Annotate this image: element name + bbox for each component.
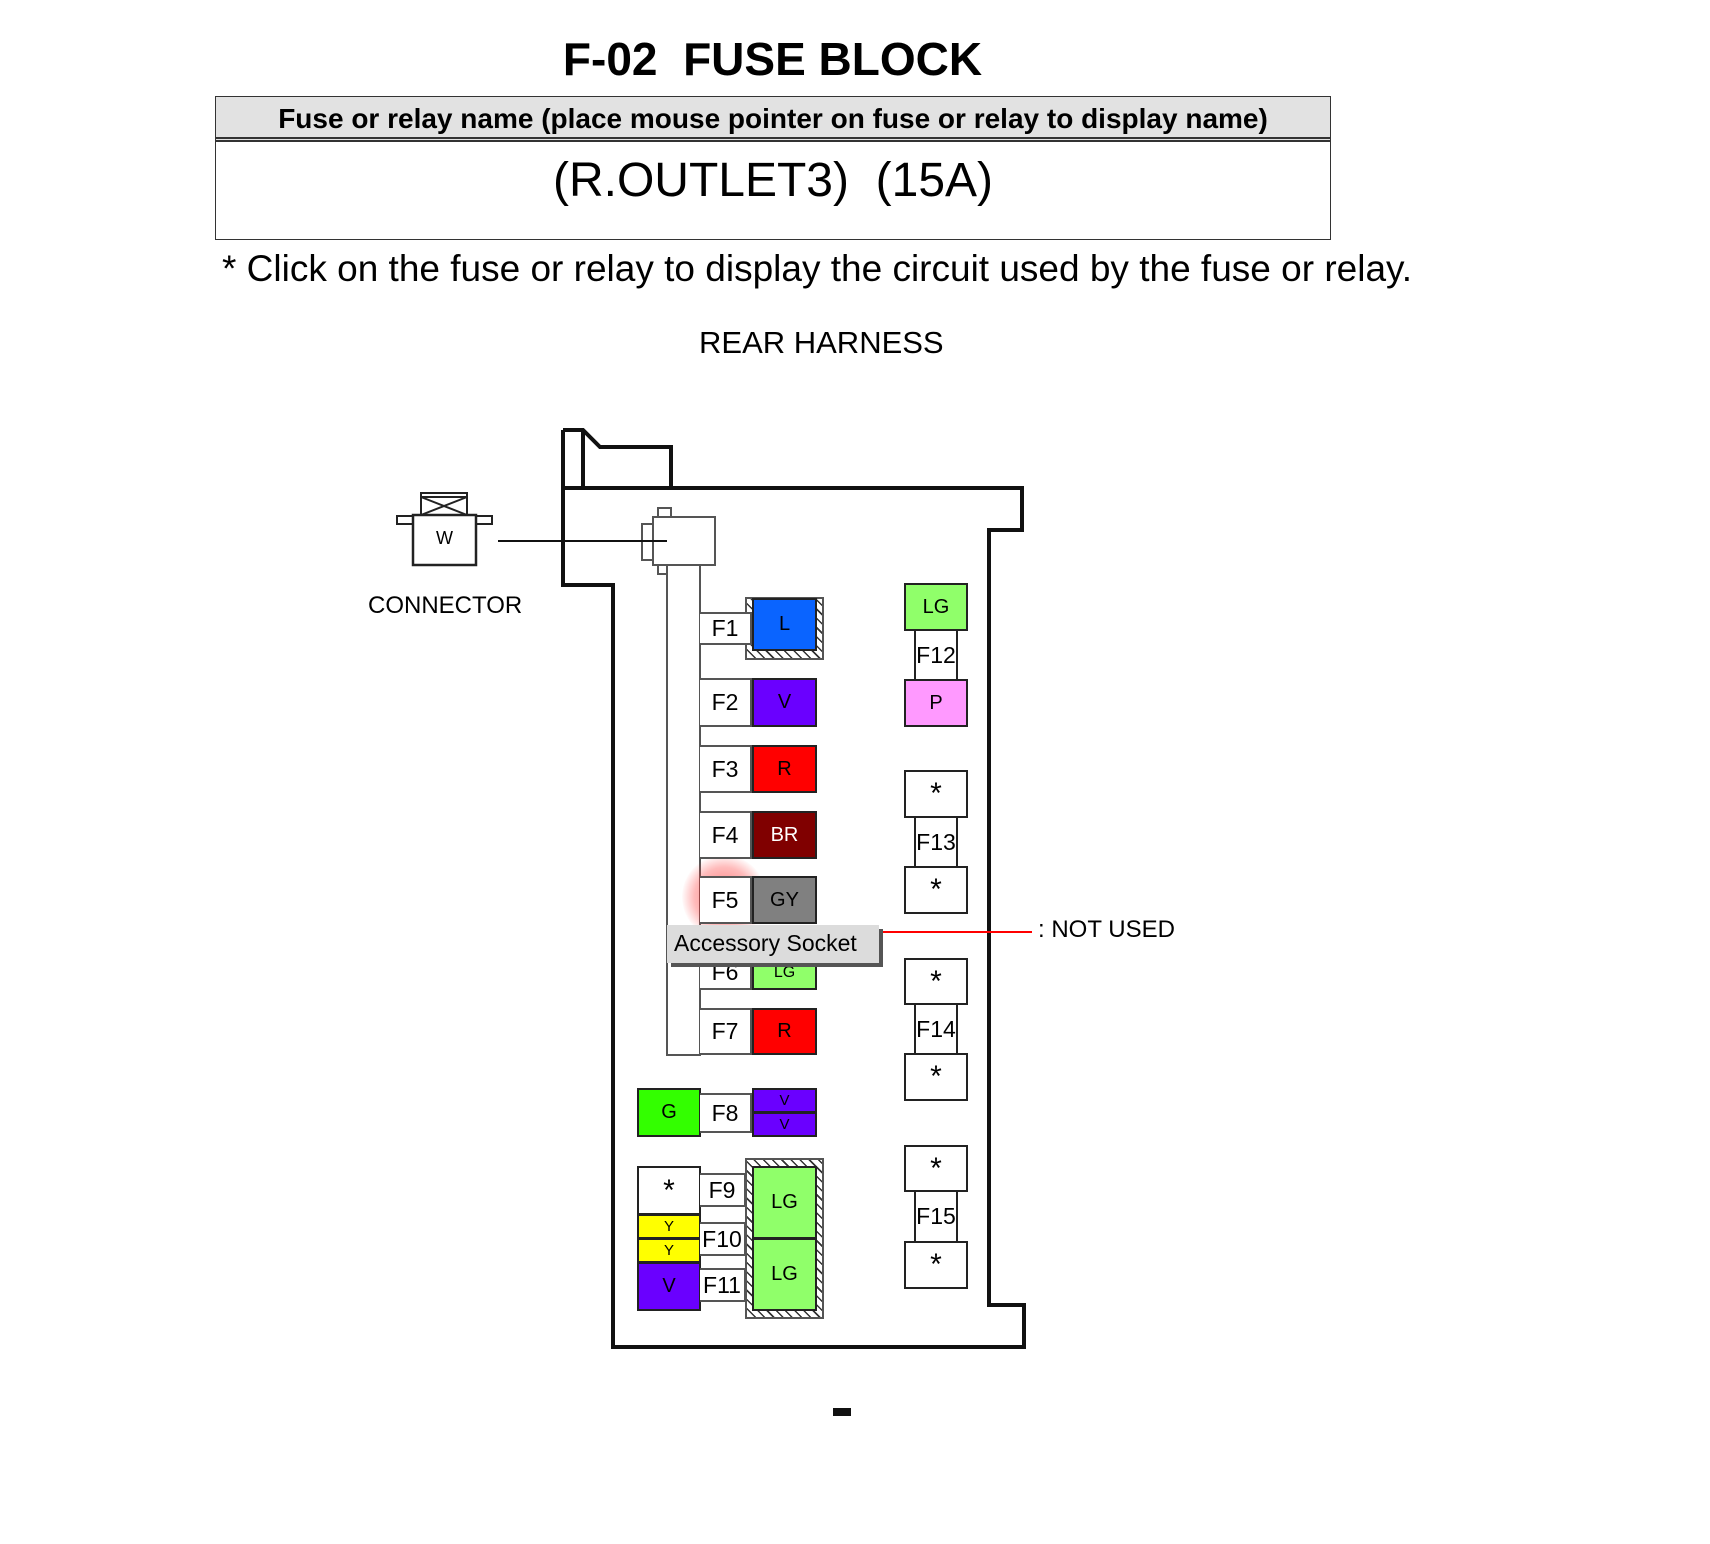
not-used-icon: *	[930, 1151, 942, 1185]
fuse-f3[interactable]: F3	[700, 745, 752, 793]
wire-color-code: Y	[663, 1218, 674, 1235]
wire-terminal[interactable]: *	[904, 1053, 968, 1101]
not-used-icon: *	[930, 873, 942, 906]
wire-color-code: LG	[771, 1263, 798, 1285]
fuse-f2[interactable]: F2	[700, 678, 752, 727]
wire-terminal[interactable]: *	[904, 1145, 968, 1192]
connector-icon	[396, 492, 493, 567]
fuse-f1[interactable]: F1	[700, 612, 752, 645]
wire-color-code: G	[661, 1101, 677, 1123]
fuse-f13[interactable]: F13	[914, 818, 958, 866]
wire-terminal[interactable]: *	[637, 1166, 701, 1215]
wire-color-code: V	[777, 691, 792, 713]
fuse-name-table: Fuse or relay name (place mouse pointer …	[215, 96, 1331, 240]
wire-color-code: L	[778, 613, 791, 635]
wire-color-code: LG	[773, 963, 796, 981]
not-used-legend: : NOT USED	[1038, 916, 1175, 943]
wire-color-code: LG	[922, 595, 950, 618]
wire-terminal[interactable]: V	[637, 1262, 701, 1311]
harness-connector	[641, 507, 716, 1056]
not-used-icon: *	[930, 1060, 942, 1093]
fuse-f5[interactable]: F5	[700, 876, 752, 924]
fuse-f8[interactable]: F8	[700, 1093, 752, 1133]
fuse-tooltip: Accessory Socket	[667, 925, 879, 963]
fuse-f15[interactable]: F15	[914, 1192, 958, 1241]
harness-label: REAR HARNESS	[699, 325, 944, 360]
wire-color-code: P	[929, 691, 943, 714]
wire-color-code: V	[662, 1275, 676, 1297]
fuse-f11[interactable]: F11	[700, 1268, 746, 1302]
wire-terminal[interactable]: *	[904, 958, 968, 1005]
fuse-f14[interactable]: F14	[914, 1005, 958, 1053]
fuse-f4[interactable]: F4	[700, 811, 752, 859]
not-used-icon: *	[930, 1248, 942, 1281]
wire-color-code: BR	[770, 823, 799, 846]
wire-terminal[interactable]: BR	[752, 811, 817, 859]
wire-terminal[interactable]: P	[904, 679, 968, 727]
page-title: F-02 FUSE BLOCK	[562, 33, 983, 85]
wire-terminal[interactable]: *	[904, 770, 968, 818]
wire-terminal[interactable]: V	[752, 678, 817, 727]
wire-terminal[interactable]: LG	[752, 1166, 817, 1239]
fuse-f9[interactable]: F9	[700, 1173, 746, 1207]
fuse-f10[interactable]: F10	[700, 1222, 746, 1256]
wire-terminal[interactable]: R	[752, 745, 817, 793]
connector-label: CONNECTOR	[368, 592, 523, 619]
wire-terminal[interactable]: GY	[752, 876, 817, 924]
wire-terminal[interactable]: V	[752, 1088, 817, 1113]
fuse-f7[interactable]: F7	[700, 1008, 752, 1055]
wire-color-code: Y	[663, 1242, 674, 1259]
fuse-name-table-header: Fuse or relay name (place mouse pointer …	[216, 97, 1330, 142]
wire-color-code: R	[777, 757, 792, 780]
wire-color-code: V	[779, 1092, 790, 1109]
not-used-icon: *	[663, 1173, 675, 1207]
wire-terminal[interactable]: R	[752, 1008, 817, 1055]
wire-color-code: V	[779, 1116, 790, 1133]
wire-terminal[interactable]: G	[637, 1088, 701, 1137]
not-used-icon: *	[930, 777, 942, 810]
wire-terminal[interactable]: L	[752, 598, 817, 651]
connector-code: W	[436, 528, 453, 548]
wire-color-code: LG	[771, 1191, 798, 1213]
page-marker	[833, 1408, 851, 1416]
wire-terminal[interactable]: LG	[752, 1238, 817, 1311]
selected-fuse-name: (R.OUTLET3) (15A)	[552, 154, 994, 207]
not-used-icon: *	[930, 964, 942, 998]
fuse-f12[interactable]: F12	[914, 631, 958, 679]
wire-terminal[interactable]: *	[904, 1241, 968, 1289]
wire-color-code: R	[777, 1020, 792, 1042]
wire-terminal[interactable]: Y	[637, 1238, 701, 1263]
wire-color-code: GY	[770, 888, 799, 911]
instruction-note: * Click on the fuse or relay to display …	[222, 248, 1413, 289]
wire-terminal[interactable]: LG	[904, 583, 968, 631]
wire-terminal[interactable]: *	[904, 866, 968, 914]
wire-terminal[interactable]: V	[752, 1112, 817, 1137]
wire-terminal[interactable]: Y	[637, 1214, 701, 1239]
